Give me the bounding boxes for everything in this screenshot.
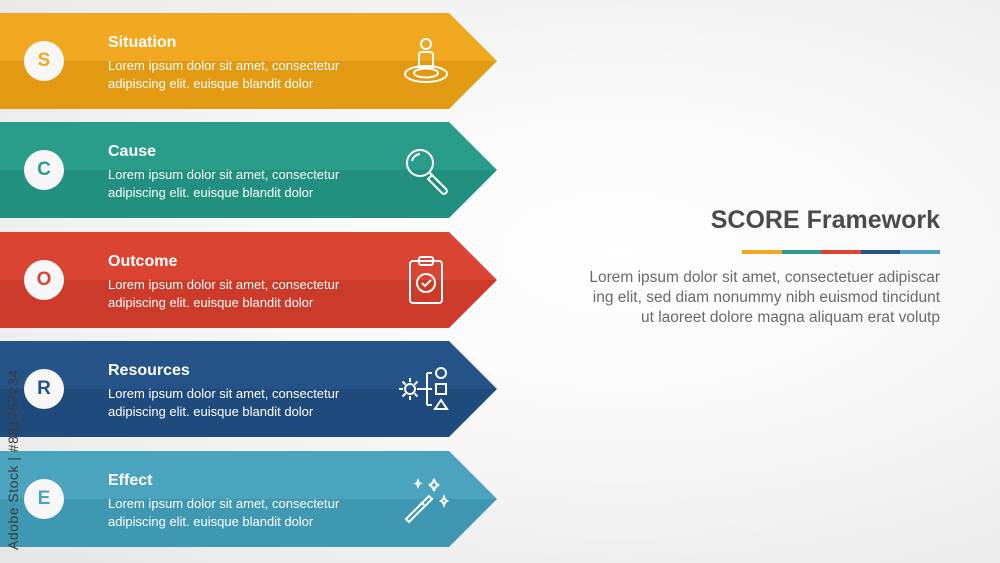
arrow-band-shape	[0, 13, 497, 109]
color-divider	[742, 250, 940, 254]
item-description: Lorem ipsum dolor sit amet, consectetur a…	[108, 495, 398, 531]
arrow-band-shape	[0, 122, 497, 218]
letter-badge: R	[24, 369, 64, 409]
letter-text: E	[37, 488, 51, 509]
letter-badge: E	[24, 479, 64, 519]
framework-title: SCORE Framework	[710, 206, 940, 234]
letter-badge: C	[24, 150, 64, 190]
letter-text: R	[37, 378, 51, 399]
item-description-line: Lorem ipsum dolor sit amet, consectetur	[108, 167, 340, 182]
item-description-line: adipiscing elit. euisque blandit dolor	[108, 76, 314, 91]
item-description: Lorem ipsum dolor sit amet, consectetur a…	[108, 385, 398, 421]
item-title: Cause	[108, 143, 157, 160]
stock-watermark-text: Adobe Stock | #881757234	[5, 369, 21, 550]
item-description-line: Lorem ipsum dolor sit amet, consectetur	[108, 386, 340, 401]
divider-segment-c	[781, 250, 822, 254]
item-title: Outcome	[108, 253, 178, 270]
item-description-line: Lorem ipsum dolor sit amet, consectetur	[108, 277, 340, 292]
item-description: Lorem ipsum dolor sit amet, consectetur a…	[108, 276, 398, 312]
letter-text: S	[37, 50, 51, 71]
arrow-band-shape	[0, 451, 497, 547]
description-line: ut laoreet dolore magna aliquam erat vol…	[641, 309, 940, 326]
item-description-line: adipiscing elit. euisque blandit dolor	[108, 185, 314, 200]
item-description-line: adipiscing elit. euisque blandit dolor	[108, 295, 314, 310]
letter-badge: S	[24, 41, 64, 81]
framework-description: Lorem ipsum dolor sit amet, consectetuer…	[500, 268, 940, 328]
divider-segment-r	[860, 250, 901, 254]
item-description: Lorem ipsum dolor sit amet, consectetur a…	[108, 166, 398, 202]
description-line: ing elit, sed diam nonummy nibh euismod …	[592, 289, 940, 306]
divider-segment-o	[821, 250, 861, 254]
divider-segment-s	[742, 250, 782, 254]
letter-text: O	[36, 269, 52, 290]
item-description-line: Lorem ipsum dolor sit amet, consectetur	[108, 496, 340, 511]
description-line: Lorem ipsum dolor sit amet, consectetuer…	[589, 269, 940, 286]
item-title: Resources	[108, 362, 190, 379]
item-title: Situation	[108, 34, 177, 51]
divider-segment-e	[900, 250, 940, 254]
item-description: Lorem ipsum dolor sit amet, consectetur a…	[108, 57, 398, 93]
arrow-band-shape	[0, 341, 497, 437]
item-title: Effect	[108, 472, 153, 489]
letter-badge: O	[24, 260, 64, 300]
arrow-band-shape	[0, 232, 497, 328]
letter-text: C	[37, 159, 51, 180]
item-description-line: Lorem ipsum dolor sit amet, consectetur	[108, 58, 340, 73]
item-description-line: adipiscing elit. euisque blandit dolor	[108, 404, 314, 419]
item-description-line: adipiscing elit. euisque blandit dolor	[108, 514, 314, 529]
